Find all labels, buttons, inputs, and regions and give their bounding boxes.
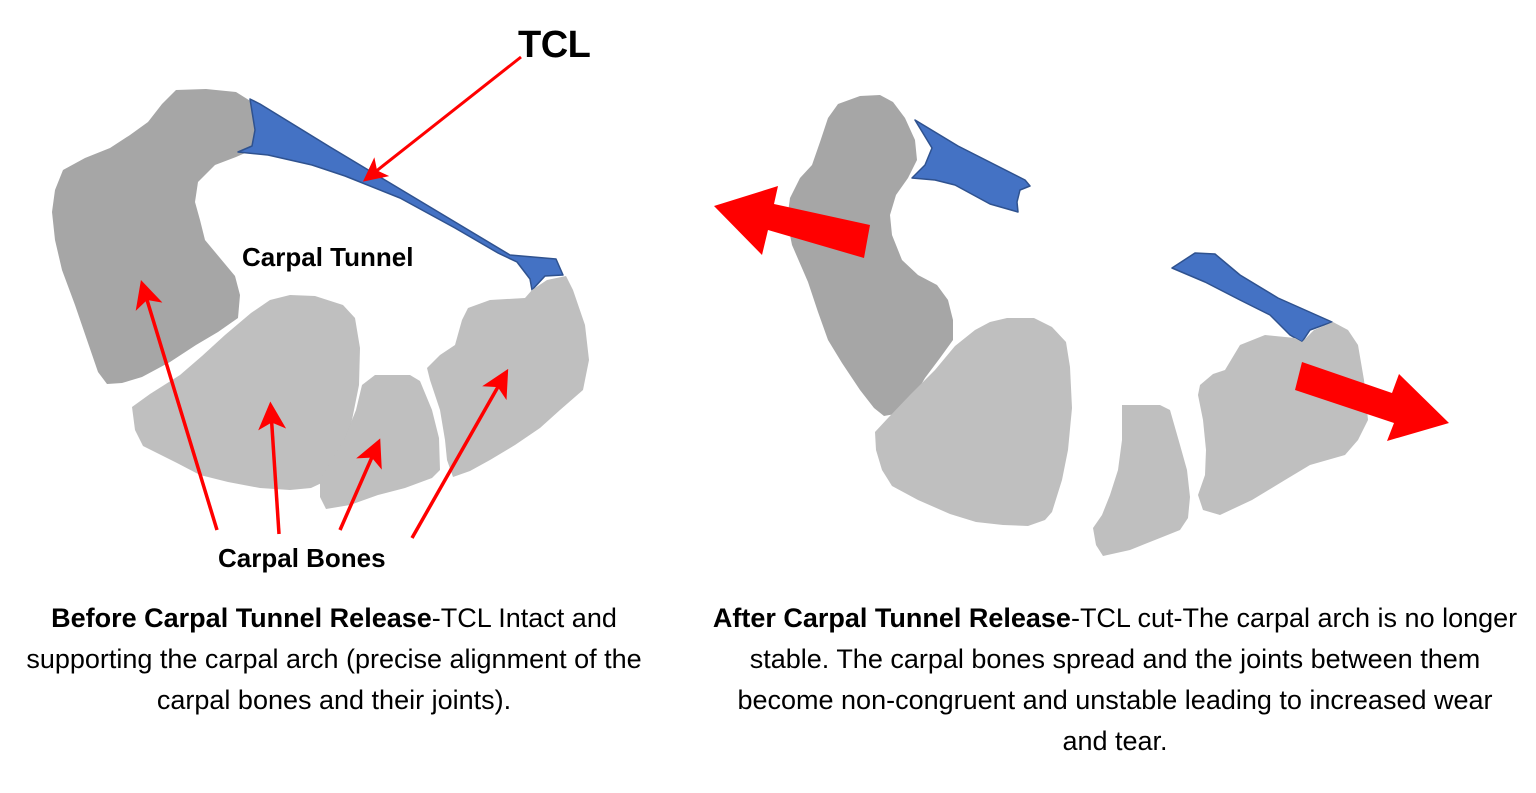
before-release-caption-text: -TCL Intact and supporting the carpal ar… <box>26 603 642 715</box>
after-release-caption-title: After Carpal Tunnel Release <box>712 603 1071 633</box>
hook-bone-after <box>787 95 953 416</box>
after-release-caption-text: -TCL cut-The carpal arch is no longer st… <box>737 603 1518 756</box>
hook-bone-before <box>52 89 256 384</box>
spread-arrow-right-icon <box>1295 362 1449 441</box>
after-release-panel <box>714 95 1449 556</box>
tcl-stub-left-after <box>911 119 1031 213</box>
tcl-stub-right-after <box>1171 252 1333 343</box>
tcl-pointer-arrow <box>362 55 522 182</box>
tcl-ligament-before <box>237 98 564 291</box>
bone-pointer-arrow-1 <box>135 279 219 531</box>
bone-pointer-arrow-3 <box>338 438 382 531</box>
right-bone-before <box>427 276 589 477</box>
before-release-panel <box>52 55 589 539</box>
carpal-tunnel-label: Carpal Tunnel <box>242 242 414 272</box>
before-release-caption: Before Carpal Tunnel Release-TCL Intact … <box>18 598 650 721</box>
bone-pointer-arrow-2 <box>258 401 287 535</box>
tcl-label: TCL <box>518 24 591 66</box>
carpal-bones-label: Carpal Bones <box>218 543 386 573</box>
large-bone-after <box>875 318 1072 526</box>
small-bone-after <box>1093 405 1190 556</box>
spread-arrow-left-icon <box>714 186 870 258</box>
after-release-caption: After Carpal Tunnel Release-TCL cut-The … <box>712 598 1518 762</box>
bone-pointer-arrow-4 <box>410 368 509 539</box>
right-bone-after <box>1198 322 1368 515</box>
before-release-caption-title: Before Carpal Tunnel Release <box>51 603 432 633</box>
